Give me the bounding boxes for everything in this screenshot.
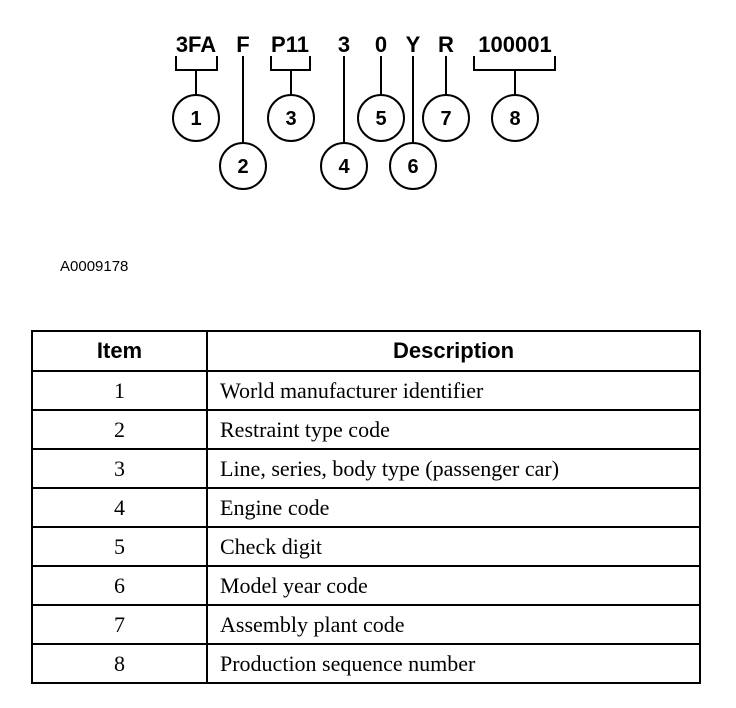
callout-number: 7 — [440, 108, 451, 130]
bracket-3 — [270, 56, 311, 95]
row-description: Line, series, body type (passenger car) — [206, 448, 701, 489]
bracket-8 — [473, 56, 556, 95]
vin-description-table: Item Description 1 World manufacturer id… — [31, 330, 701, 684]
bracket-1 — [175, 56, 218, 95]
table-row: 7 Assembly plant code — [31, 604, 701, 645]
table-header-row: Item Description — [31, 330, 701, 372]
row-item: 4 — [31, 487, 208, 528]
vin-segment: R — [438, 32, 454, 57]
vin-segment: P11 — [271, 32, 309, 57]
vin-diagram: 3FA F P11 3 0 Y R 100001 1 2 3 4 5 6 7 8 — [172, 32, 556, 190]
header-item: Item — [31, 330, 208, 372]
callout-number: 6 — [407, 156, 418, 178]
vin-segment: Y — [406, 32, 421, 57]
table-row: 3 Line, series, body type (passenger car… — [31, 448, 701, 489]
vin-segment: 3 — [338, 32, 350, 57]
header-description: Description — [206, 330, 701, 372]
row-description: World manufacturer identifier — [206, 370, 701, 411]
row-item: 5 — [31, 526, 208, 567]
callout-number: 2 — [237, 156, 248, 178]
table-row: 5 Check digit — [31, 526, 701, 567]
row-description: Production sequence number — [206, 643, 701, 684]
callout-number: 8 — [509, 108, 520, 130]
callout-number: 1 — [190, 108, 201, 130]
callout-number: 3 — [285, 108, 296, 130]
callout-circle-8 — [491, 94, 539, 142]
row-item: 2 — [31, 409, 208, 450]
row-item: 1 — [31, 370, 208, 411]
callout-circle-1 — [172, 94, 220, 142]
vin-segment: F — [236, 32, 249, 57]
vin-segment: 0 — [375, 32, 387, 57]
callout-circle-7 — [422, 94, 470, 142]
callout-circle-3 — [267, 94, 315, 142]
table-row: 1 World manufacturer identifier — [31, 370, 701, 411]
table-row: 6 Model year code — [31, 565, 701, 606]
table-row: 4 Engine code — [31, 487, 701, 528]
vin-segment: 100001 — [478, 32, 551, 57]
callout-number: 4 — [338, 156, 350, 178]
figure-code: A0009178 — [60, 258, 129, 275]
row-item: 8 — [31, 643, 208, 684]
callout-circle-2 — [219, 142, 267, 190]
table-row: 2 Restraint type code — [31, 409, 701, 450]
callout-number: 5 — [375, 108, 386, 130]
callout-circle-6 — [389, 142, 437, 190]
vin-segment: 3FA — [176, 32, 216, 57]
callout-circle-4 — [320, 142, 368, 190]
row-description: Check digit — [206, 526, 701, 567]
row-description: Model year code — [206, 565, 701, 606]
row-item: 3 — [31, 448, 208, 489]
row-description: Assembly plant code — [206, 604, 701, 645]
row-item: 7 — [31, 604, 208, 645]
callout-circle-5 — [357, 94, 405, 142]
row-description: Restraint type code — [206, 409, 701, 450]
row-description: Engine code — [206, 487, 701, 528]
row-item: 6 — [31, 565, 208, 606]
table-row: 8 Production sequence number — [31, 643, 701, 684]
